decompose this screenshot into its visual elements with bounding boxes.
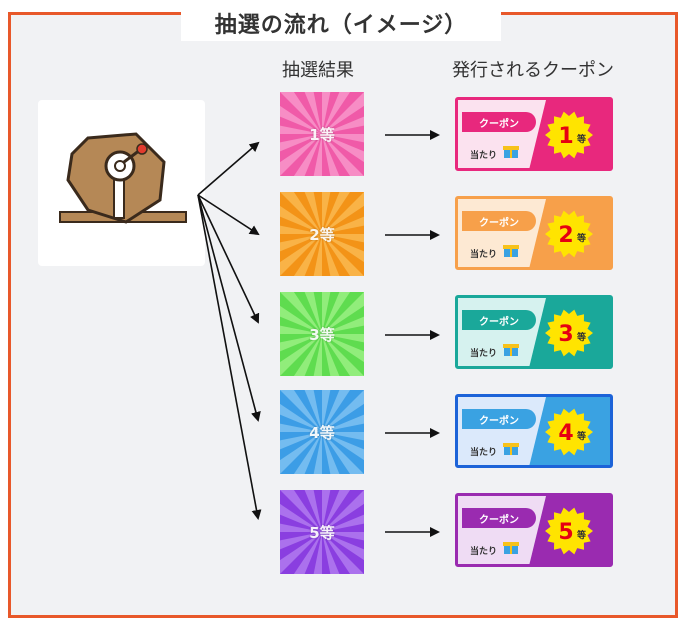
result-tile-4: 4等 xyxy=(280,390,364,474)
medal-suffix-1: 等 xyxy=(576,133,586,145)
coupon-hit-label-5: 当たり xyxy=(470,547,498,557)
coupon-tag-3: クーポン xyxy=(462,310,536,330)
coupon-hit-label-2: 当たり xyxy=(470,250,498,260)
medal-suffix-5: 等 xyxy=(576,529,586,541)
medal-rank-2: 2 xyxy=(558,223,573,248)
gift-icon xyxy=(503,245,519,257)
result-column-label: 抽選結果 xyxy=(282,60,354,81)
sunburst-3 xyxy=(280,292,364,376)
coupon-tag-4: クーポン xyxy=(462,409,536,429)
coupon-3: クーポン 当たり 3 等 xyxy=(455,295,613,369)
medal-suffix-3: 等 xyxy=(576,331,586,343)
coupon-hit-label-3: 当たり xyxy=(470,349,498,359)
sunburst-4 xyxy=(280,390,364,474)
gift-icon xyxy=(503,542,519,554)
gift-icon xyxy=(503,344,519,356)
lottery-machine-icon xyxy=(59,132,187,224)
medal-rank-1: 1 xyxy=(558,124,573,149)
rank-medal-3: 3 等 xyxy=(545,309,593,357)
rank-medal-1: 1 等 xyxy=(545,111,593,159)
medal-rank-4: 4 xyxy=(558,421,573,446)
rank-medal-2: 2 等 xyxy=(545,210,593,258)
arrow-to-tile-1 xyxy=(197,141,260,196)
result-tile-5: 5等 xyxy=(280,490,364,574)
rank-medal-5: 5 等 xyxy=(545,507,593,555)
lottery-machine-card xyxy=(38,100,205,266)
tile-label-5: 5等 xyxy=(309,523,335,542)
sunburst-2 xyxy=(280,192,364,276)
arrow-to-tile-5 xyxy=(197,194,262,520)
coupon-5: クーポン 当たり 5 等 xyxy=(455,493,613,567)
sunburst-5 xyxy=(280,490,364,574)
arrow-to-tile-4 xyxy=(197,194,261,422)
result-tile-1: 1等 xyxy=(280,92,364,176)
gift-icon xyxy=(503,146,519,158)
medal-rank-3: 3 xyxy=(558,322,573,347)
result-tile-2: 2等 xyxy=(280,192,364,276)
tile-label-3: 3等 xyxy=(309,325,335,344)
coupon-hit-label-1: 当たり xyxy=(470,151,498,161)
tile-label-4: 4等 xyxy=(309,423,335,442)
coupon-tag-1: クーポン xyxy=(462,112,536,132)
coupon-1: クーポン 当たり 1 等 xyxy=(455,97,613,171)
medal-suffix-2: 等 xyxy=(576,232,586,244)
tile-label-1: 1等 xyxy=(309,125,335,144)
tile-label-2: 2等 xyxy=(309,225,335,244)
rank-medal-4: 4 等 xyxy=(545,408,593,456)
coupon-tag-5: クーポン xyxy=(462,508,536,528)
coupon-4: クーポン 当たり 4 等 xyxy=(455,394,613,468)
coupon-2: クーポン 当たり 2 等 xyxy=(455,196,613,270)
coupon-tag-2: クーポン xyxy=(462,211,536,231)
arrow-to-tile-2 xyxy=(197,194,260,236)
diagram-title: 抽選の流れ（イメージ） xyxy=(181,11,501,41)
result-tile-3: 3等 xyxy=(280,292,364,376)
coupon-column-label: 発行されるクーポン xyxy=(452,60,614,81)
coupon-hit-label-4: 当たり xyxy=(470,448,498,458)
medal-suffix-4: 等 xyxy=(576,430,586,442)
gift-icon xyxy=(503,443,519,455)
sunburst-1 xyxy=(280,92,364,176)
medal-rank-5: 5 xyxy=(558,520,573,545)
arrow-to-tile-3 xyxy=(197,194,260,324)
